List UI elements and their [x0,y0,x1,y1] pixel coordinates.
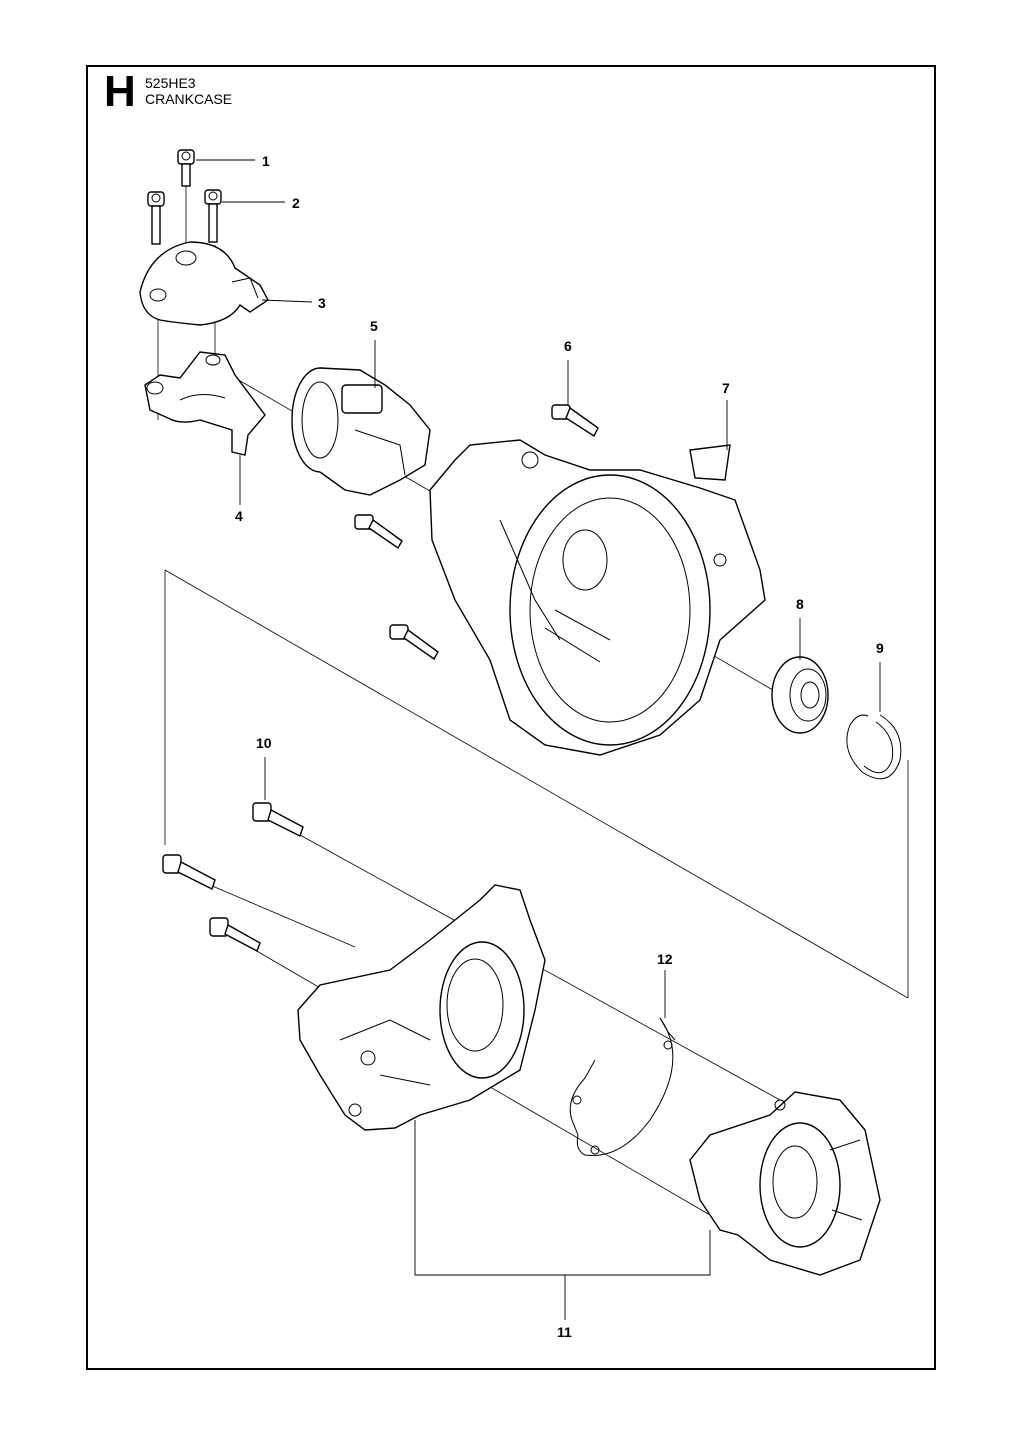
model-number: 525HE3 [145,75,196,91]
callout-10: 10 [256,735,272,751]
screw-part-10c [209,917,261,952]
crank-bracket-part-4 [144,351,266,456]
callout-12: 12 [657,951,673,967]
crankcase-half-right-part-11 [689,1091,881,1276]
section-title: CRANKCASE [145,91,233,107]
callout-4: 4 [235,508,243,524]
callout-1: 1 [262,153,270,169]
section-letter: H [104,67,136,116]
crankcase-cover-part-7 [429,439,766,756]
screw-part-2a [147,191,165,245]
callout-11: 11 [557,1324,572,1340]
callout-5: 5 [370,318,378,334]
gasket-part-12 [569,1017,676,1157]
screw-part-6a [551,404,599,438]
callout-leaders [196,159,881,1018]
screw-part-10a [252,802,304,837]
callout-2: 2 [292,195,300,211]
callout-labels: 1 2 3 4 5 6 7 8 9 10 11 12 [235,153,884,1340]
screw-part-6c [389,624,439,661]
screw-part-10b [162,854,216,890]
bearing-cap-part-3 [139,241,269,326]
diagram-frame [86,65,936,1370]
callout-9: 9 [876,640,884,656]
callout-8: 8 [796,596,804,612]
bracket-leader-part-11 [414,1120,711,1320]
crankcase-half-left-part-11 [297,884,546,1131]
ball-bearing-part-8 [771,656,829,734]
callout-3: 3 [318,295,326,311]
callout-7: 7 [722,380,730,396]
screw-part-6b [354,514,403,550]
retaining-ring-part-9 [846,714,902,780]
screw-part-1 [177,149,195,187]
screw-part-2b [204,189,222,243]
cylinder-part-5 [291,367,431,496]
callout-6: 6 [564,338,572,354]
